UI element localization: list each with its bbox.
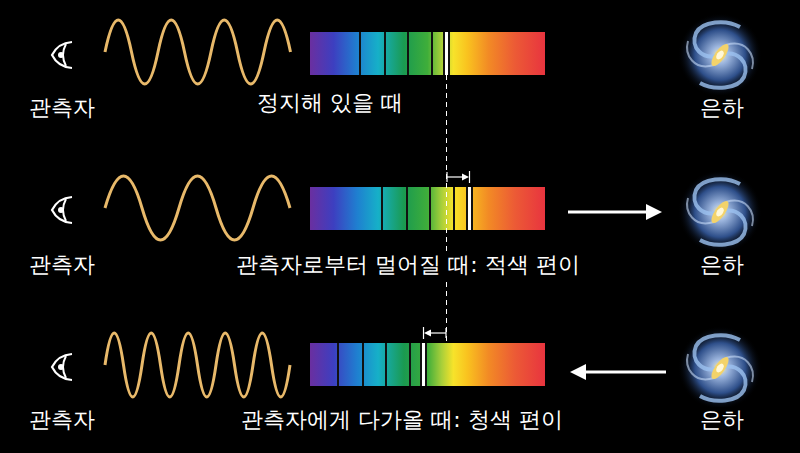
state-caption: 관측자로부터 멀어질 때: 적색 편이	[233, 252, 582, 278]
state-caption: 관측자에게 다가올 때: 청색 편이	[238, 407, 565, 433]
state-caption: 정지해 있을 때	[254, 90, 406, 116]
galaxy-label: 은하	[697, 95, 747, 121]
observer-label: 관측자	[26, 95, 98, 121]
reference-dashed-line	[446, 75, 447, 343]
galaxy-label: 은하	[697, 252, 747, 278]
galaxies	[678, 13, 762, 410]
observer-eyes	[52, 42, 72, 380]
spectra	[310, 32, 545, 386]
light-waves	[105, 20, 291, 397]
galaxy-label: 은하	[697, 407, 747, 433]
absorption-lines	[337, 32, 473, 386]
observer-label: 관측자	[26, 407, 98, 433]
motion-arrows	[568, 204, 666, 380]
observer-label: 관측자	[26, 252, 98, 278]
